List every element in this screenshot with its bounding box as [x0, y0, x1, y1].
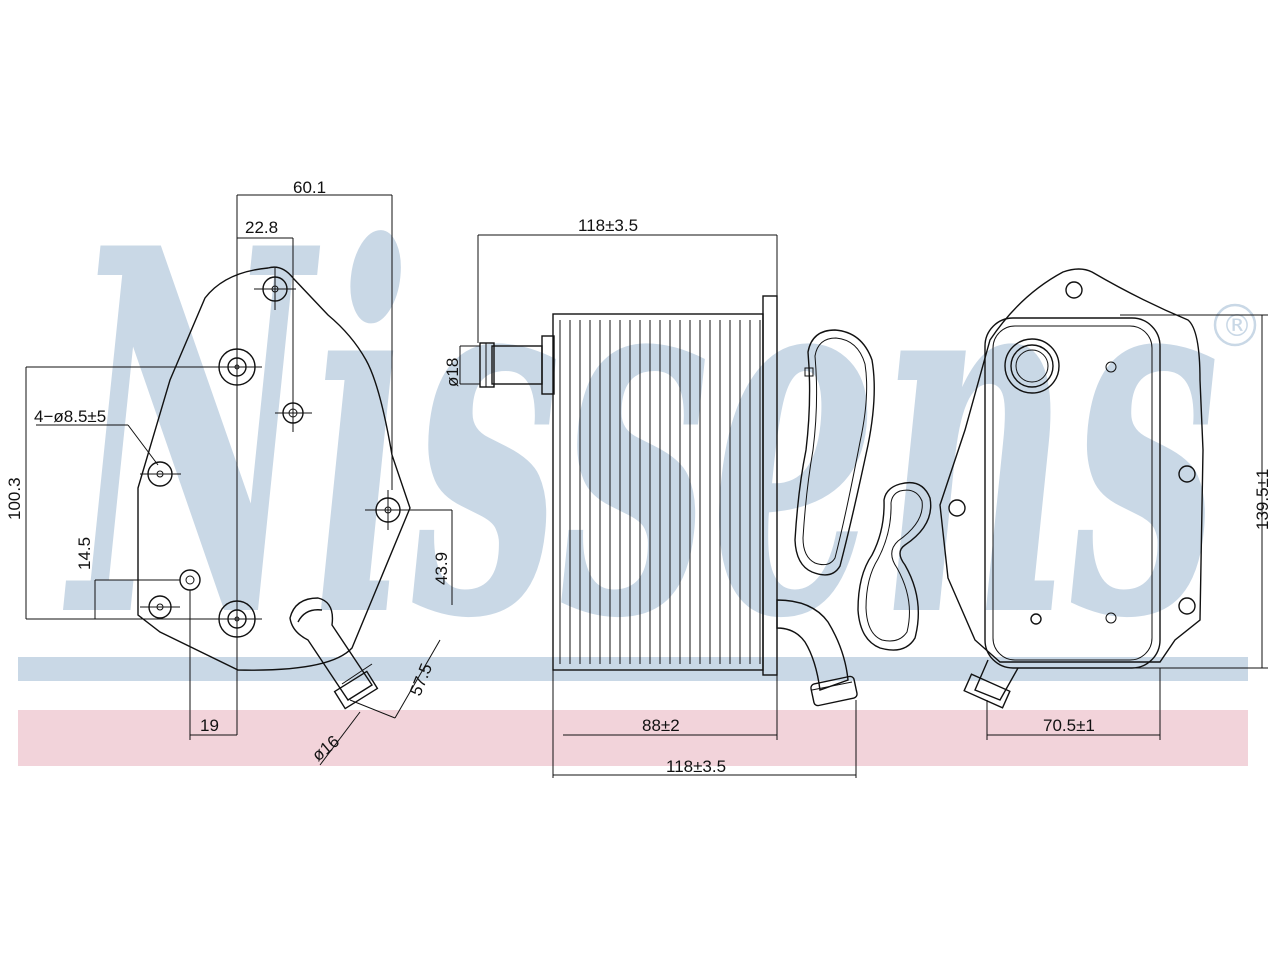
gasket-large [794, 329, 875, 576]
right-view-body [984, 317, 1161, 669]
dim-top-width: 118±3.5 [578, 216, 638, 235]
right-view-dimension-lines [986, 314, 1268, 740]
registered-mark: ® [1222, 309, 1252, 344]
dim-right-height: 139.5±1 [1253, 469, 1272, 530]
dim-inlet-diameter: ø18 [443, 358, 462, 387]
dim-core-width: 88±2 [642, 716, 680, 735]
dim-height-43-9: 43.9 [432, 552, 451, 585]
main-port-right-view [1004, 338, 1060, 394]
dim-offset-19: 19 [200, 716, 219, 735]
gasket-small [857, 481, 932, 651]
mounting-plate-side [762, 295, 778, 676]
dim-right-width: 70.5±1 [1043, 716, 1095, 735]
watermark-blue-band [18, 657, 1248, 681]
dim-hole-spec: 4−ø8.5±5 [34, 407, 106, 426]
dim-offset-22-8: 22.8 [245, 218, 278, 237]
inlet-nipple-side [479, 335, 555, 395]
outlet-pipe-right-view [963, 659, 1019, 709]
dim-height-14-5: 14.5 [75, 537, 94, 570]
dim-height-100-3: 100.3 [5, 477, 24, 520]
outlet-pipe-side [776, 599, 858, 707]
center-view-side-profile: 118±3.5 ø18 88±2 118±3.5 [443, 216, 858, 778]
dim-width-60-1: 60.1 [293, 178, 326, 197]
center-view-dimension-lines [459, 234, 857, 778]
right-view-front: 139.5±1 70.5±1 [939, 268, 1272, 740]
registered-mark-circle [1213, 303, 1257, 347]
right-view-bolt-holes [948, 281, 1196, 625]
left-view-dimension-lines [25, 194, 453, 766]
brand-watermark: Nissens ® [18, 141, 1257, 766]
dim-bottom-width: 118±3.5 [666, 757, 726, 776]
watermark-logo-text: Nissens [62, 141, 1220, 728]
right-view-mounting-flange [939, 268, 1204, 663]
cooler-fins [559, 320, 761, 664]
watermark-pink-band [18, 710, 1248, 766]
coolant-pipe-left-view [289, 597, 379, 710]
cooler-core [552, 313, 764, 671]
